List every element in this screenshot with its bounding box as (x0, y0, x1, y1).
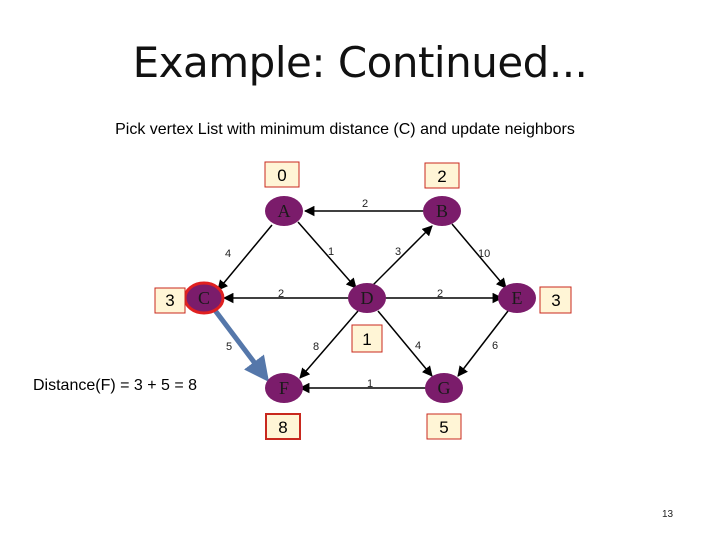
distance-f: 8 (278, 418, 287, 437)
weight-d-b: 3 (395, 246, 401, 258)
edge-d-g (377, 310, 433, 377)
edge-d-f (299, 310, 359, 379)
slide-title: Example: Continued... (132, 38, 588, 87)
weight-d-f: 8 (313, 341, 319, 353)
distance-g: 5 (439, 418, 448, 437)
distance-d: 1 (362, 330, 371, 349)
weight-e-g: 6 (492, 340, 498, 352)
distance-box-b: 2 (424, 162, 460, 189)
node-d-label: D (361, 288, 374, 308)
distance-c: 3 (165, 291, 174, 310)
node-g-label: G (438, 378, 451, 398)
edge-e-g (457, 310, 509, 377)
edge-a-d (297, 221, 357, 289)
weight-a-d: 1 (328, 246, 334, 258)
weight-c-f: 5 (226, 341, 232, 353)
node-a: A (265, 196, 303, 226)
distance-b: 2 (437, 167, 446, 186)
node-b: B (423, 196, 461, 226)
edge-c-f (212, 307, 270, 382)
distance-a: 0 (277, 166, 286, 185)
weight-b-e: 10 (478, 248, 490, 260)
page-number: 13 (662, 509, 674, 520)
distance-formula: Distance(F) = 3 + 5 = 8 (33, 377, 198, 394)
edge-a-c (217, 224, 273, 291)
weight-d-e: 2 (437, 288, 443, 300)
node-b-label: B (436, 201, 448, 221)
node-e: E (498, 283, 536, 313)
node-f-label: F (279, 378, 289, 398)
weight-b-a: 2 (362, 198, 368, 210)
distance-box-e: 3 (539, 286, 572, 314)
node-f: F (265, 373, 303, 403)
distance-box-a: 0 (264, 161, 300, 188)
node-g: G (425, 373, 463, 403)
distance-box-f: 8 (265, 413, 301, 440)
node-d: D (348, 283, 386, 313)
weight-g-f: 1 (367, 378, 373, 390)
node-a-label: A (278, 201, 291, 221)
weight-d-g: 4 (415, 340, 421, 352)
distance-box-g: 5 (426, 413, 462, 440)
weight-a-c: 4 (225, 248, 231, 260)
distance-box-c: 3 (154, 287, 186, 314)
node-c-label: C (198, 288, 210, 308)
node-e-label: E (512, 288, 523, 308)
distance-box-d: 1 (351, 324, 383, 353)
distance-e: 3 (551, 291, 560, 310)
edge-d-b (371, 225, 433, 287)
weight-d-c: 2 (278, 288, 284, 300)
node-c: C (183, 281, 225, 315)
edge-b-e (451, 223, 507, 289)
slide-subtitle: Pick vertex List with minimum distance (… (115, 121, 575, 138)
